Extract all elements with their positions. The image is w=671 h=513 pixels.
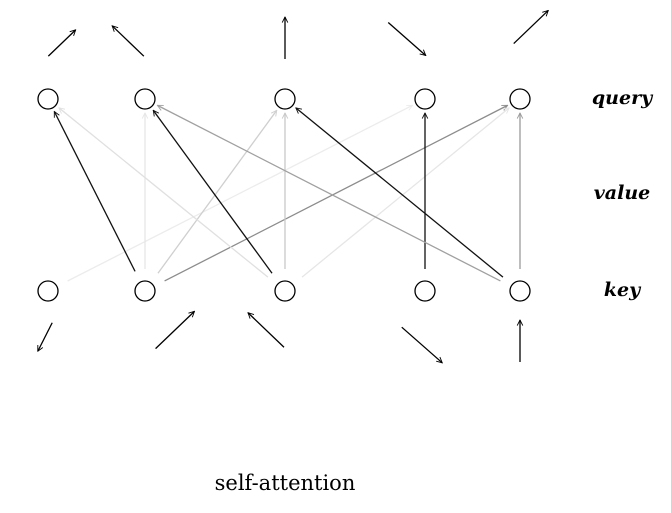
attention-edge-k2-to-q0 bbox=[59, 108, 269, 278]
input-arrow-3 bbox=[401, 326, 443, 363]
value-row-label: value bbox=[593, 182, 651, 204]
output-arrow-3 bbox=[387, 22, 426, 56]
query-row-label: query bbox=[591, 87, 653, 109]
nodes bbox=[37, 88, 531, 302]
attention-edge-k4-to-q1 bbox=[157, 104, 501, 282]
attention-edge-k2-to-q1 bbox=[153, 110, 273, 274]
attention-edge-k4-to-q2 bbox=[296, 108, 504, 278]
attention-edge-k1-to-q2 bbox=[157, 110, 277, 274]
attention-edge-k2-to-q4 bbox=[301, 108, 509, 278]
key-node-2 bbox=[274, 280, 296, 302]
io-arrows bbox=[37, 10, 549, 363]
output-arrow-1 bbox=[112, 26, 145, 57]
query-node-3 bbox=[414, 88, 436, 110]
attention-edges bbox=[53, 104, 520, 282]
attention-edge-k1-to-q4 bbox=[164, 104, 508, 282]
query-node-4 bbox=[509, 88, 531, 110]
key-node-4 bbox=[509, 280, 531, 302]
output-arrow-0 bbox=[47, 30, 75, 57]
key-row-label: key bbox=[603, 279, 641, 301]
attention-edge-k1-to-q0 bbox=[53, 111, 136, 272]
key-node-3 bbox=[414, 280, 436, 302]
key-node-1 bbox=[134, 280, 156, 302]
diagram-caption: self-attention bbox=[214, 471, 356, 495]
input-arrow-2 bbox=[248, 313, 285, 348]
input-arrow-1 bbox=[155, 311, 195, 350]
output-arrow-4 bbox=[513, 10, 549, 45]
query-node-0 bbox=[37, 88, 59, 110]
query-node-2 bbox=[274, 88, 296, 110]
key-node-0 bbox=[37, 280, 59, 302]
input-arrow-0 bbox=[37, 322, 53, 351]
query-node-1 bbox=[134, 88, 156, 110]
